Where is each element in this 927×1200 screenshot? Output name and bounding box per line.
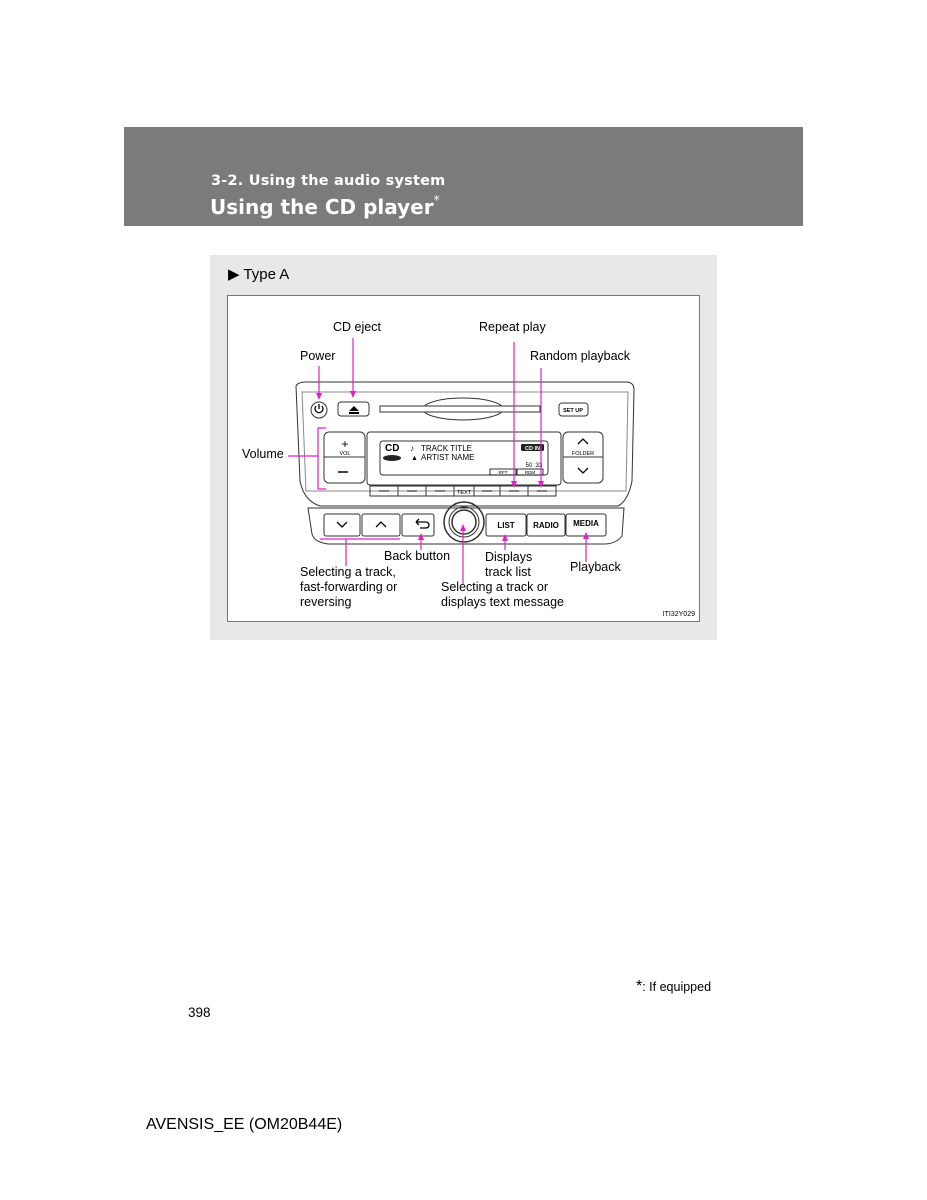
list-key: [485, 513, 527, 537]
cd-slot: [379, 405, 541, 413]
eject-button: [337, 401, 370, 417]
callout-volume: [288, 427, 326, 490]
section-heading: 3-2. Using the audio system: [211, 173, 446, 189]
display-rpt: RPT: [499, 470, 508, 475]
audio-unit-drawing: + SET UP VOL FOLDER CD TRACK TITLE ARTIS…: [288, 338, 635, 584]
label-repeat-play: Repeat play: [479, 320, 546, 334]
cd-disc-icon: [383, 455, 401, 461]
label-selecting-track: Selecting a track, fast-forwarding or re…: [300, 565, 397, 610]
label-random-playback: Random playback: [530, 349, 631, 363]
seek-up-icon: [375, 521, 387, 528]
type-label: ▶ Type A: [228, 266, 290, 283]
figure-panel: ▶ Type A: [210, 255, 717, 640]
media-label: MEDIA: [573, 519, 599, 528]
vol-plus: +: [341, 437, 348, 451]
display-track-title: TRACK TITLE: [421, 444, 472, 453]
seek-down-button: [323, 513, 361, 537]
display-frame: [366, 431, 562, 486]
title-asterisk: *: [433, 193, 440, 208]
music-note-icon: ♪: [410, 444, 414, 453]
label-selecting-text-line2: displays text message: [441, 595, 564, 609]
display-cd-in: CD IN: [525, 446, 540, 452]
page-title: Using the CD player*: [210, 193, 440, 219]
page-number: 398: [188, 1005, 211, 1020]
radio-key: [526, 513, 566, 537]
folder-label: FOLDER: [572, 451, 594, 457]
vol-label: VOL: [339, 451, 350, 457]
section-header: 3-2. Using the audio system Using the CD…: [124, 127, 803, 226]
eject-icon: [349, 406, 359, 411]
label-displays-track-list: Displays track list: [485, 550, 532, 580]
display-rdm: RDM: [525, 470, 535, 475]
label-selecting-track-text: Selecting a track or displays text messa…: [441, 580, 564, 610]
display-screen: [379, 440, 549, 476]
label-displays-line2: track list: [485, 565, 531, 579]
page-title-text: Using the CD player: [210, 195, 434, 219]
label-cd-eject: CD eject: [333, 320, 381, 334]
label-back-button: Back button: [384, 549, 451, 563]
preset-key-bar: [369, 485, 557, 497]
footnote: *: If equipped: [636, 978, 711, 996]
seek-up-button: [361, 513, 401, 537]
label-displays-line1: Displays: [485, 550, 533, 564]
folder-up-icon: [577, 438, 589, 445]
label-selecting-text-line1: Selecting a track or: [441, 580, 548, 594]
footnote-text: : If equipped: [642, 980, 712, 994]
model-footer: AVENSIS_EE (OM20B44E): [146, 1116, 343, 1133]
folder-down-icon: [577, 467, 589, 474]
back-button-key: [401, 513, 435, 537]
label-volume: Volume: [242, 447, 284, 461]
label-selecting-line1: Selecting a track,: [300, 565, 396, 579]
tune-knob-inner: [448, 506, 480, 538]
seek-down-icon: [336, 521, 348, 528]
audio-unit-figure: + SET UP VOL FOLDER CD TRACK TITLE ARTIS…: [227, 295, 700, 622]
text-key-label: TEXT: [457, 490, 472, 496]
display-artist-name: ARTIST NAME: [421, 453, 475, 462]
label-power: Power: [300, 349, 336, 363]
footnote-star: *: [636, 978, 643, 995]
back-arrow-icon: [416, 521, 430, 529]
lower-panel-outline: [307, 507, 625, 545]
display-time: 50 :33: [526, 463, 543, 469]
tune-knob-outer: [443, 501, 485, 543]
callout-seek: [320, 538, 400, 566]
list-label: LIST: [497, 521, 514, 530]
label-playback: Playback: [570, 560, 621, 574]
label-selecting-line2: fast-forwarding or: [300, 580, 398, 594]
radio-label: RADIO: [533, 521, 559, 530]
figure-code: ITI32Y029: [662, 611, 695, 618]
person-icon: ▲: [411, 455, 418, 462]
setup-button: [558, 402, 589, 417]
tune-knob-core: [451, 509, 477, 535]
power-button: [310, 401, 328, 419]
display-cd: CD: [385, 443, 399, 454]
unit-inner-outline: [301, 391, 629, 492]
label-selecting-line3: reversing: [300, 595, 352, 609]
setup-label: SET UP: [563, 408, 583, 414]
unit-body-outline: [295, 381, 635, 507]
power-icon: [314, 405, 324, 414]
